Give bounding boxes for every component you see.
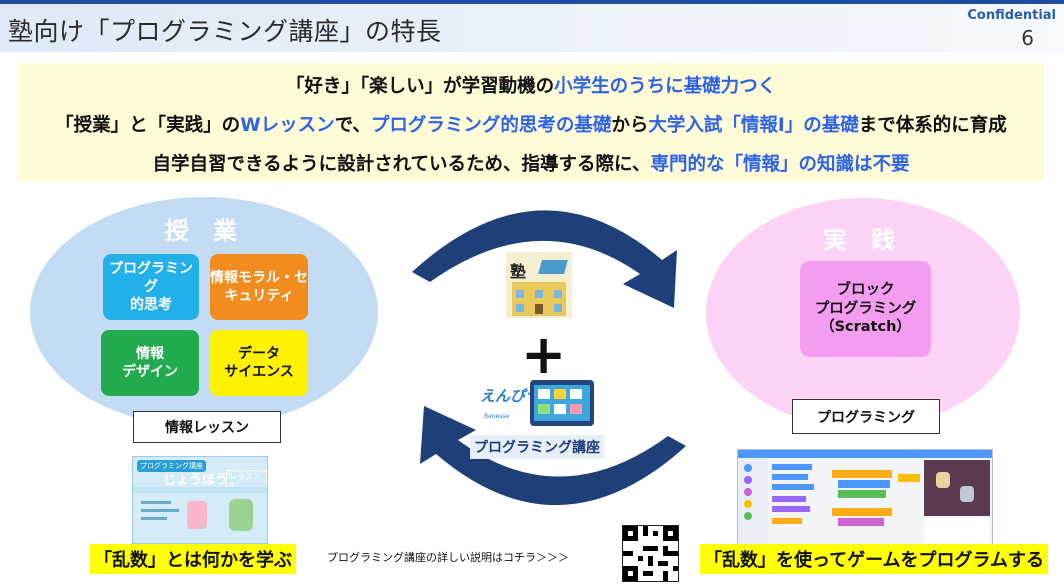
slide-title: 塾向け「プログラミング講座」の特長 — [8, 17, 442, 46]
confidential-label: Confidential — [967, 8, 1056, 23]
lesson-ellipse — [30, 197, 378, 427]
lesson-screenshot: プログラミング講座 じょうほう レッスン 8 — [132, 456, 268, 544]
tablet-screen-icon — [530, 380, 594, 426]
practice-heading: 実 践 — [822, 226, 904, 254]
lesson-heading: 授 業 — [164, 217, 246, 245]
info-lesson-label: 情報レッスン — [133, 411, 281, 443]
slide-header — [0, 4, 1064, 52]
course-detail-link[interactable]: プログラミング講座の詳しい説明はコチラ＞＞＞ — [327, 551, 569, 564]
tile-programming-thinking: プログラミング的思考 — [103, 254, 199, 320]
banner-line-1: 「好き」「楽しい」が学習動機の小学生のうちに基礎力つく — [285, 76, 777, 97]
page-number: 6 — [1021, 26, 1034, 50]
book-icon — [538, 260, 568, 274]
plus-icon: + — [521, 323, 567, 386]
programming-label: プログラミング — [792, 399, 940, 434]
tile-block-programming: ブロックプログラミング（Scratch） — [800, 261, 931, 357]
scratch-screenshot — [737, 449, 993, 547]
qr-code-icon[interactable] — [622, 525, 679, 582]
banner-line-3: 自学自習できるように設計されているため、指導する際に、専門的な「情報」の知識は不… — [152, 154, 910, 175]
screenshot-title: じょうほう — [163, 473, 229, 488]
right-caption: 「乱数」を使ってゲームをプログラムする — [700, 544, 1049, 574]
juku-sign: 塾 — [510, 262, 527, 281]
cycle-arrows — [412, 210, 686, 506]
screenshot-course-tag: プログラミング講座 — [137, 460, 206, 472]
tile-info-moral-security: 情報モラル・セキュリティ — [210, 254, 308, 320]
tile-data-science: データサイエンス — [210, 330, 308, 396]
course-label: プログラミング講座 — [470, 435, 604, 459]
key-points-banner — [18, 63, 1044, 181]
enpitsu-logo: えんぴつ — [480, 387, 541, 405]
top-accent-bar — [0, 0, 1064, 4]
benesse-logo: Benesse — [484, 413, 510, 420]
left-caption: 「乱数」とは何かを学ぶ — [90, 544, 296, 574]
bottom-cycle-arrow — [420, 406, 686, 506]
banner-line-2: 「授業」と「実践」のWレッスンで、プログラミング的思考の基礎から大学入試「情報Ⅰ… — [55, 115, 1007, 136]
top-cycle-arrow — [412, 210, 677, 308]
tile-info-design: 情報デザイン — [101, 330, 199, 396]
juku-building-icon: 塾 — [506, 252, 572, 318]
